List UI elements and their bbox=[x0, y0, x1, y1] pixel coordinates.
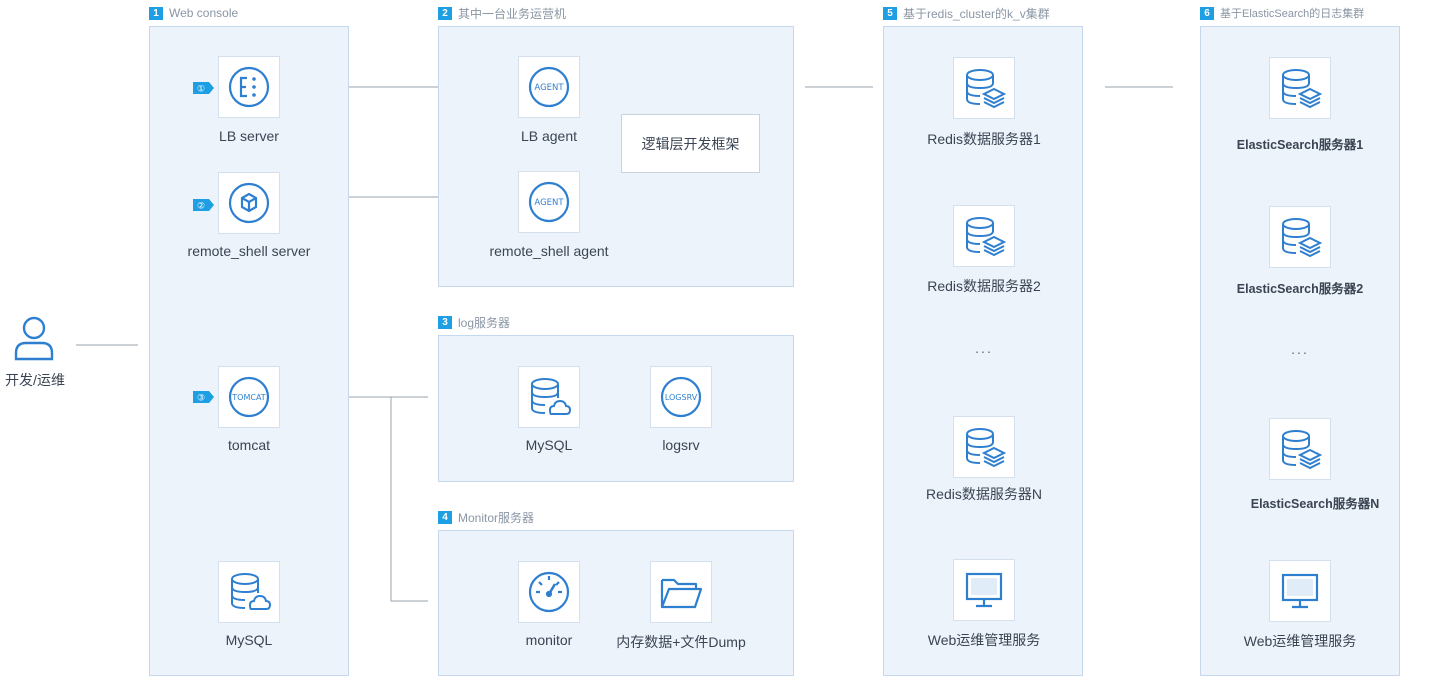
framework-box: 逻辑层开发框架 bbox=[621, 114, 760, 173]
panel-log bbox=[438, 335, 794, 482]
es-server-1-node bbox=[1269, 57, 1331, 119]
redis-server-n-node bbox=[953, 416, 1015, 478]
agent-icon: AGENT bbox=[528, 181, 570, 223]
redis-server-2-label: Redis数据服务器2 bbox=[927, 278, 1041, 294]
es-server-1-label: ElasticSearch服务器1 bbox=[1236, 138, 1364, 152]
logsrv-icon: LOGSRV bbox=[660, 376, 702, 418]
panel-title-text: log服务器 bbox=[458, 315, 511, 330]
lb-agent-node: AGENT bbox=[518, 56, 580, 118]
panel-number: 4 bbox=[438, 510, 452, 524]
agent-icon-text: AGENT bbox=[534, 198, 564, 208]
panel-title-text: 基于ElasticSearch的日志集群 bbox=[1220, 8, 1365, 20]
redis-server-1-node bbox=[953, 57, 1015, 119]
remote-shell-icon bbox=[228, 182, 270, 224]
panel-title-text: Monitor服务器 bbox=[458, 510, 535, 525]
tomcat-node: TOMCAT bbox=[218, 366, 280, 428]
panel-title-biz: 2 其中一台业务运营机 bbox=[438, 6, 567, 21]
monitor-label: monitor bbox=[525, 632, 573, 648]
lb-server-node bbox=[218, 56, 280, 118]
database-layers-icon bbox=[966, 69, 1006, 109]
web-mysql-node bbox=[218, 561, 280, 623]
folder-icon bbox=[660, 578, 703, 609]
lb-server-label: LB server bbox=[219, 128, 279, 144]
lb-agent-label: LB agent bbox=[520, 128, 578, 144]
database-layers-icon bbox=[1282, 430, 1322, 470]
tomcat-icon: TOMCAT bbox=[228, 376, 270, 418]
web-mysql-label: MySQL bbox=[225, 632, 273, 648]
tomcat-label: tomcat bbox=[227, 437, 271, 453]
remote-shell-agent-node: AGENT bbox=[518, 171, 580, 233]
logsrv-label: logsrv bbox=[662, 437, 700, 453]
log-mysql-node bbox=[518, 366, 580, 428]
user-label: 开发/运维 bbox=[5, 372, 65, 388]
es-web-label: Web运维管理服务 bbox=[1243, 633, 1357, 649]
remote-shell-server-label: remote_shell server bbox=[187, 243, 311, 259]
gauge-icon bbox=[528, 571, 570, 613]
es-server-n-node bbox=[1269, 418, 1331, 480]
es-server-2-node bbox=[1269, 206, 1331, 268]
panel-monitor bbox=[438, 530, 794, 676]
agent-icon-text: AGENT bbox=[534, 83, 564, 93]
es-server-2-label: ElasticSearch服务器2 bbox=[1236, 282, 1364, 296]
panel-title-web-console: 1 Web console bbox=[149, 6, 238, 20]
monitor-screen-icon bbox=[965, 572, 1003, 608]
database-layers-icon bbox=[966, 217, 1006, 257]
es-web-node bbox=[1269, 560, 1331, 622]
panel-title-text: 基于redis_cluster的k_v集群 bbox=[903, 6, 1050, 21]
dump-label: 内存数据+文件Dump bbox=[616, 634, 746, 650]
panel-title-log: 3 log服务器 bbox=[438, 315, 511, 330]
redis-web-node bbox=[953, 559, 1015, 621]
redis-server-n-label: Redis数据服务器N bbox=[926, 486, 1042, 502]
database-layers-icon bbox=[1282, 218, 1322, 258]
monitor-screen-icon bbox=[1281, 573, 1319, 609]
log-mysql-label: MySQL bbox=[525, 437, 573, 453]
step-badge-2: ② bbox=[193, 198, 215, 212]
panel-number: 2 bbox=[438, 6, 452, 20]
logsrv-icon-text: LOGSRV bbox=[665, 393, 698, 402]
step-badge-3: ③ bbox=[193, 390, 215, 404]
es-ellipsis: ... bbox=[1291, 341, 1309, 357]
step-badge-1: ① bbox=[193, 81, 215, 95]
badge-label: ② bbox=[197, 202, 205, 212]
panel-number: 5 bbox=[883, 6, 897, 20]
es-server-n-label: ElasticSearch服务器N bbox=[1250, 497, 1380, 511]
database-cloud-icon bbox=[531, 378, 571, 415]
monitor-node bbox=[518, 561, 580, 623]
remote-shell-server-node bbox=[218, 172, 280, 234]
tomcat-icon-text: TOMCAT bbox=[231, 393, 266, 402]
badge-label: ① bbox=[197, 85, 205, 95]
agent-icon: AGENT bbox=[528, 66, 570, 108]
redis-web-label: Web运维管理服务 bbox=[927, 632, 1041, 648]
redis-server-2-node bbox=[953, 205, 1015, 267]
badge-label: ③ bbox=[197, 394, 205, 404]
database-cloud-icon bbox=[231, 573, 271, 610]
panel-title-es: 6 基于ElasticSearch的日志集群 bbox=[1200, 6, 1364, 20]
panel-number: 1 bbox=[149, 6, 163, 20]
panel-title-redis: 5 基于redis_cluster的k_v集群 bbox=[883, 6, 1050, 21]
redis-server-1-label: Redis数据服务器1 bbox=[927, 131, 1041, 147]
lb-server-icon bbox=[228, 66, 270, 108]
logsrv-node: LOGSRV bbox=[650, 366, 712, 428]
database-layers-icon bbox=[1282, 69, 1322, 109]
database-layers-icon bbox=[966, 428, 1006, 468]
panel-number: 6 bbox=[1200, 6, 1214, 20]
dump-node bbox=[650, 561, 712, 623]
redis-ellipsis: ... bbox=[975, 340, 993, 356]
panel-title-text: Web console bbox=[169, 6, 239, 20]
panel-title-monitor: 4 Monitor服务器 bbox=[438, 510, 535, 525]
panel-title-text: 其中一台业务运营机 bbox=[458, 6, 567, 21]
user-icon bbox=[14, 315, 54, 366]
panel-number: 3 bbox=[438, 315, 452, 329]
remote-shell-agent-label: remote_shell agent bbox=[489, 243, 609, 259]
